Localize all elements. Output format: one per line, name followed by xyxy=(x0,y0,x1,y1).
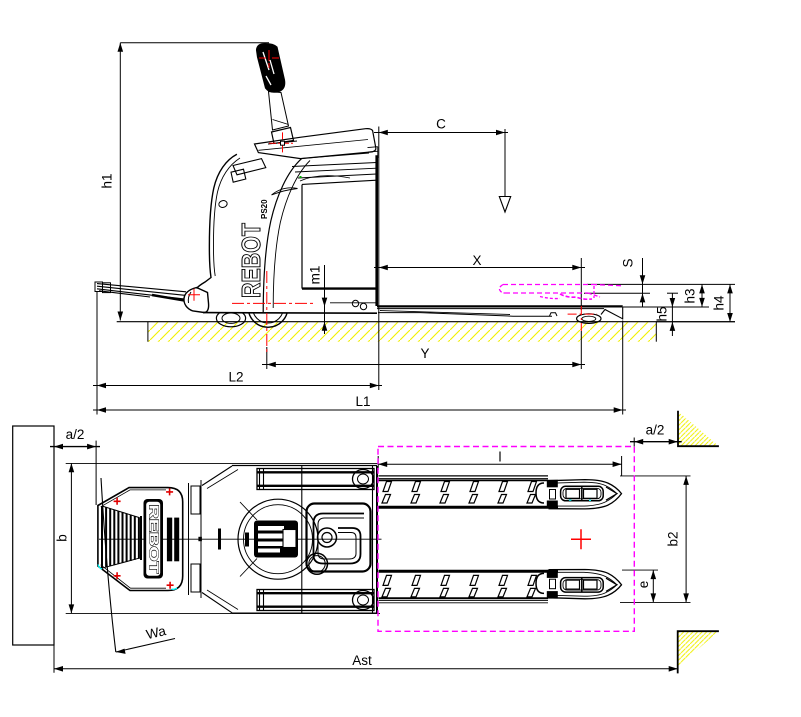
svg-text:a/2: a/2 xyxy=(66,427,85,442)
svg-text:h5: h5 xyxy=(655,306,670,321)
svg-text:h4: h4 xyxy=(712,295,727,311)
svg-text:S: S xyxy=(621,258,636,267)
svg-text:Ast: Ast xyxy=(352,653,372,668)
svg-text:L2: L2 xyxy=(228,370,243,385)
svg-text:PS20: PS20 xyxy=(260,199,269,219)
svg-text:l: l xyxy=(499,450,502,465)
svg-text:h1: h1 xyxy=(100,173,115,188)
svg-text:a/2: a/2 xyxy=(646,423,665,438)
svg-text:Wa: Wa xyxy=(145,623,168,642)
svg-text:Y: Y xyxy=(420,346,429,361)
svg-text:m1: m1 xyxy=(308,266,323,285)
svg-text:X: X xyxy=(472,253,481,268)
svg-text:REBOT: REBOT xyxy=(236,223,266,298)
svg-text:C: C xyxy=(436,117,446,132)
svg-text:b: b xyxy=(55,534,70,542)
svg-text:REBOT: REBOT xyxy=(147,505,162,574)
svg-text:e: e xyxy=(636,581,651,589)
svg-text:h3: h3 xyxy=(683,288,698,303)
svg-text:b2: b2 xyxy=(666,531,681,546)
svg-text:L1: L1 xyxy=(355,394,370,409)
